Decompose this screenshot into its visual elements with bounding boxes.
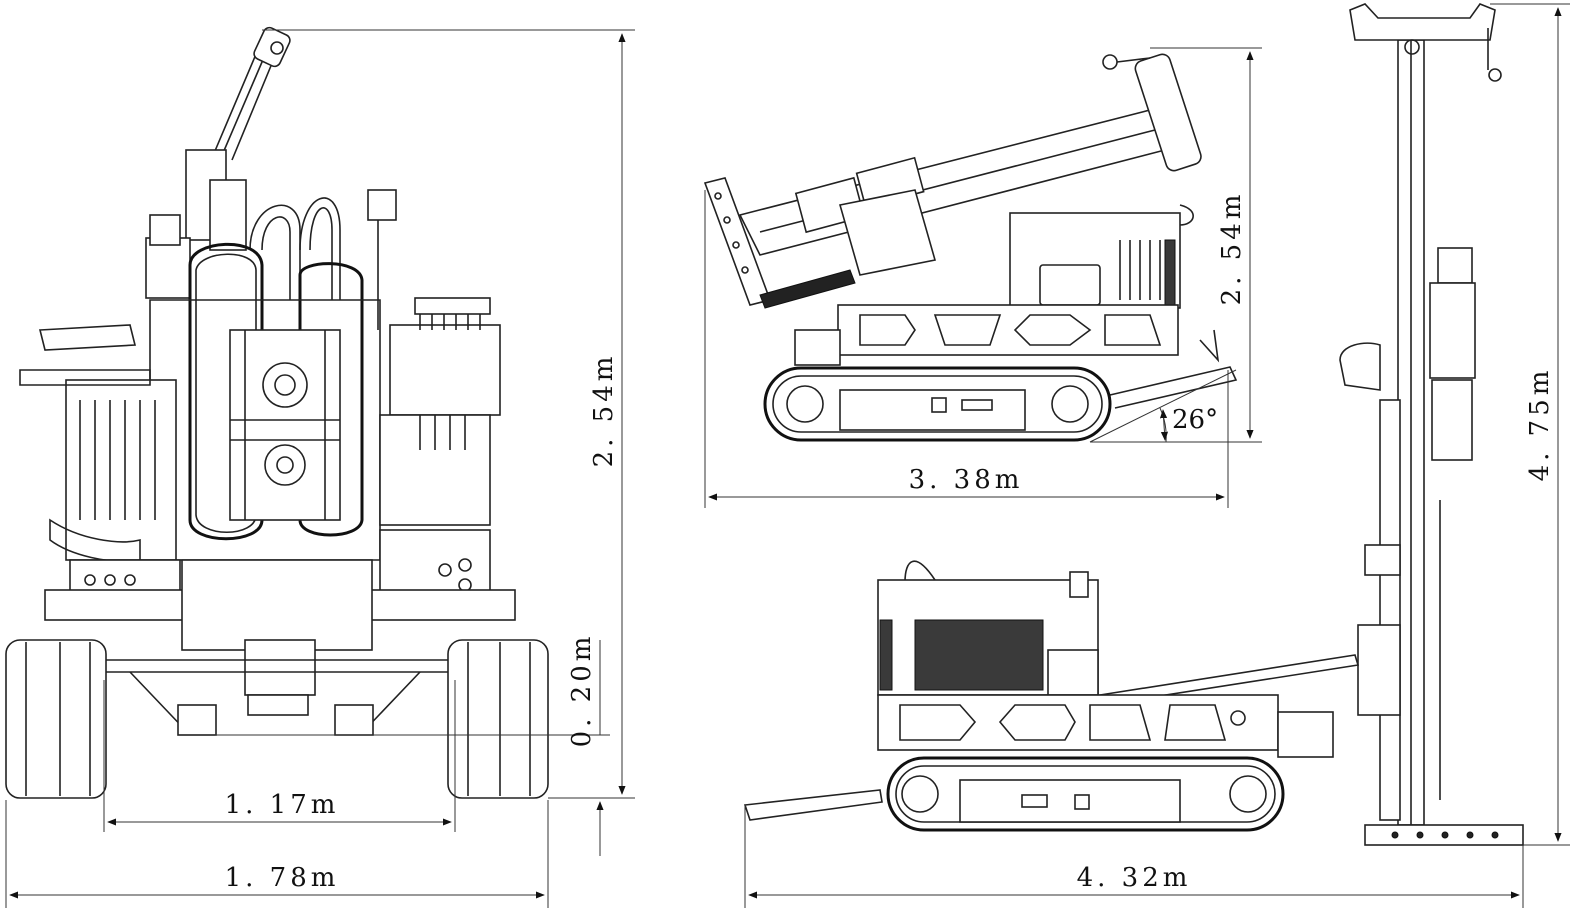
front-ground-clearance-label: 0. 20m	[567, 633, 597, 748]
working-chassis	[877, 694, 1334, 758]
transport-height-dimension: 2. 54m	[1090, 47, 1262, 443]
front-ground-clearance-dimension: 0. 20m	[215, 633, 610, 856]
front-overall-width-dimension: 1. 78m	[5, 800, 549, 908]
working-height-label: 4. 75m	[1525, 367, 1555, 482]
transport-height-label: 2. 54m	[1217, 191, 1247, 306]
transport-crawler-track	[763, 366, 1112, 442]
front-right-track	[447, 639, 549, 799]
front-left-track	[5, 639, 107, 799]
front-height-dimension: 2. 54m	[262, 29, 635, 799]
transport-length-label: 3. 38m	[909, 465, 1024, 495]
working-length-dimension: 4. 32m	[744, 805, 1524, 908]
front-height-label: 2. 54m	[589, 353, 619, 468]
front-track-gauge-dimension: 1. 17m	[103, 680, 456, 832]
transport-approach-angle: 26°	[1089, 369, 1237, 443]
front-mast-arm	[185, 26, 291, 251]
transport-length-dimension: 3. 38m	[704, 190, 1229, 508]
working-crawler-track	[886, 756, 1285, 832]
side-transport-machine	[703, 53, 1238, 442]
transport-engine-housing	[1009, 204, 1194, 309]
working-engine-housing	[877, 560, 1099, 696]
working-height-dimension: 4. 75m	[1490, 3, 1570, 846]
front-view-machine	[5, 26, 549, 799]
front-undercarriage	[44, 559, 516, 736]
front-right-valve-block	[367, 189, 501, 601]
working-outrigger	[743, 789, 883, 821]
working-length-label: 4. 32m	[1077, 863, 1192, 893]
working-mast	[1339, 3, 1524, 846]
transport-boom	[738, 53, 1202, 276]
transport-chassis	[794, 304, 1238, 409]
front-overall-width-label: 1. 78m	[225, 863, 340, 893]
front-upper-body	[145, 197, 381, 561]
front-track-gauge-label: 1. 17m	[225, 790, 340, 820]
front-left-panel	[19, 324, 181, 601]
side-working-machine	[743, 3, 1524, 846]
transport-mast-plate	[703, 177, 856, 309]
approach-angle-label: 26°	[1172, 405, 1218, 435]
